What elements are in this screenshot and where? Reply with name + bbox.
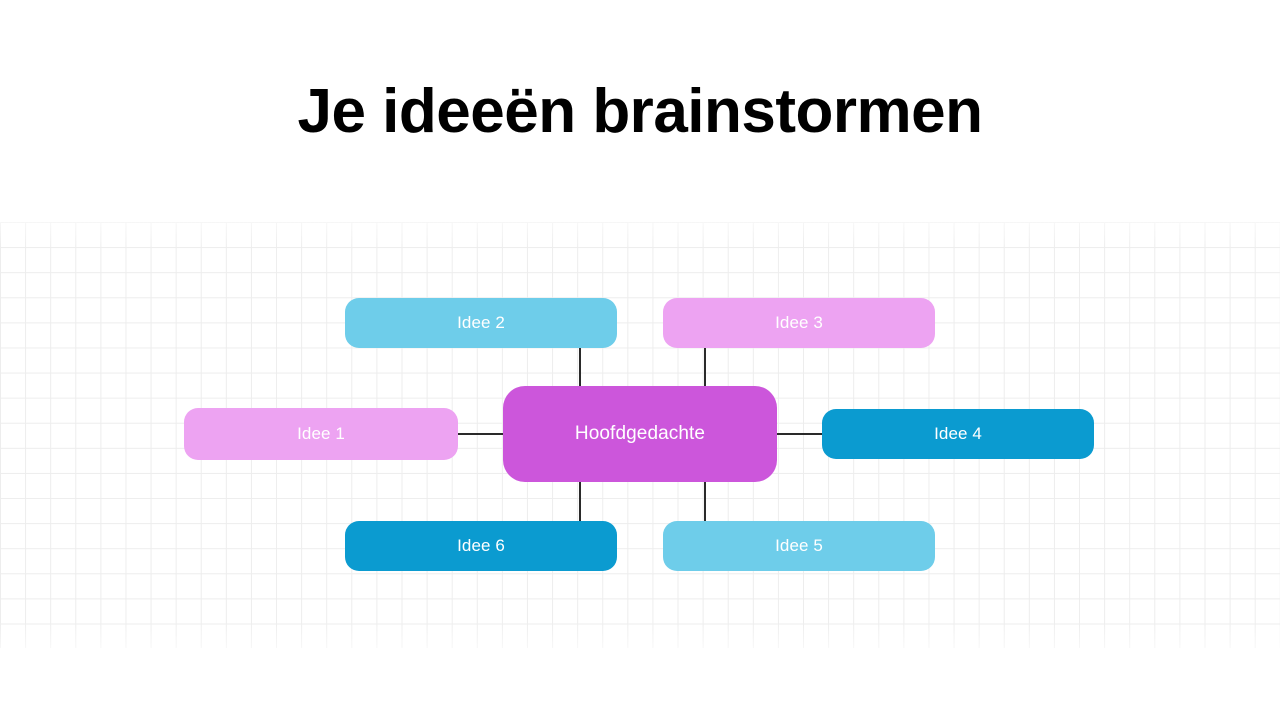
mindmap-node-label: Idee 1 [297,424,345,443]
connector-line [704,482,706,521]
mindmap-node[interactable]: Idee 5 [663,521,935,571]
mindmap-node-label: Idee 6 [457,536,505,555]
connector-line [579,348,581,386]
mindmap-node[interactable]: Idee 6 [345,521,617,571]
mindmap-node-label: Idee 3 [775,313,823,332]
mindmap-node[interactable]: Idee 3 [663,298,935,348]
connector-line [458,433,503,435]
connector-line [777,433,822,435]
mindmap-node-label: Idee 2 [457,313,505,332]
mindmap-central-node[interactable]: Hoofdgedachte [503,386,777,482]
mindmap-node[interactable]: Idee 4 [822,409,1094,459]
mindmap-node[interactable]: Idee 2 [345,298,617,348]
mindmap-grid-canvas[interactable]: Idee 1 Idee 2 Idee 3 Idee 4 Idee 5 Idee 6 Hoof… [0,222,1280,648]
connector-line [579,482,581,521]
mindmap-node-label: Hoofdgedachte [574,423,706,444]
connector-line [704,348,706,386]
mindmap-node[interactable]: Idee 1 [184,408,458,460]
mindmap-node-label: Idee 4 [934,424,982,443]
page-title: Je ideeën brainstormen [297,77,983,146]
mindmap-node-label: Idee 5 [775,536,823,555]
